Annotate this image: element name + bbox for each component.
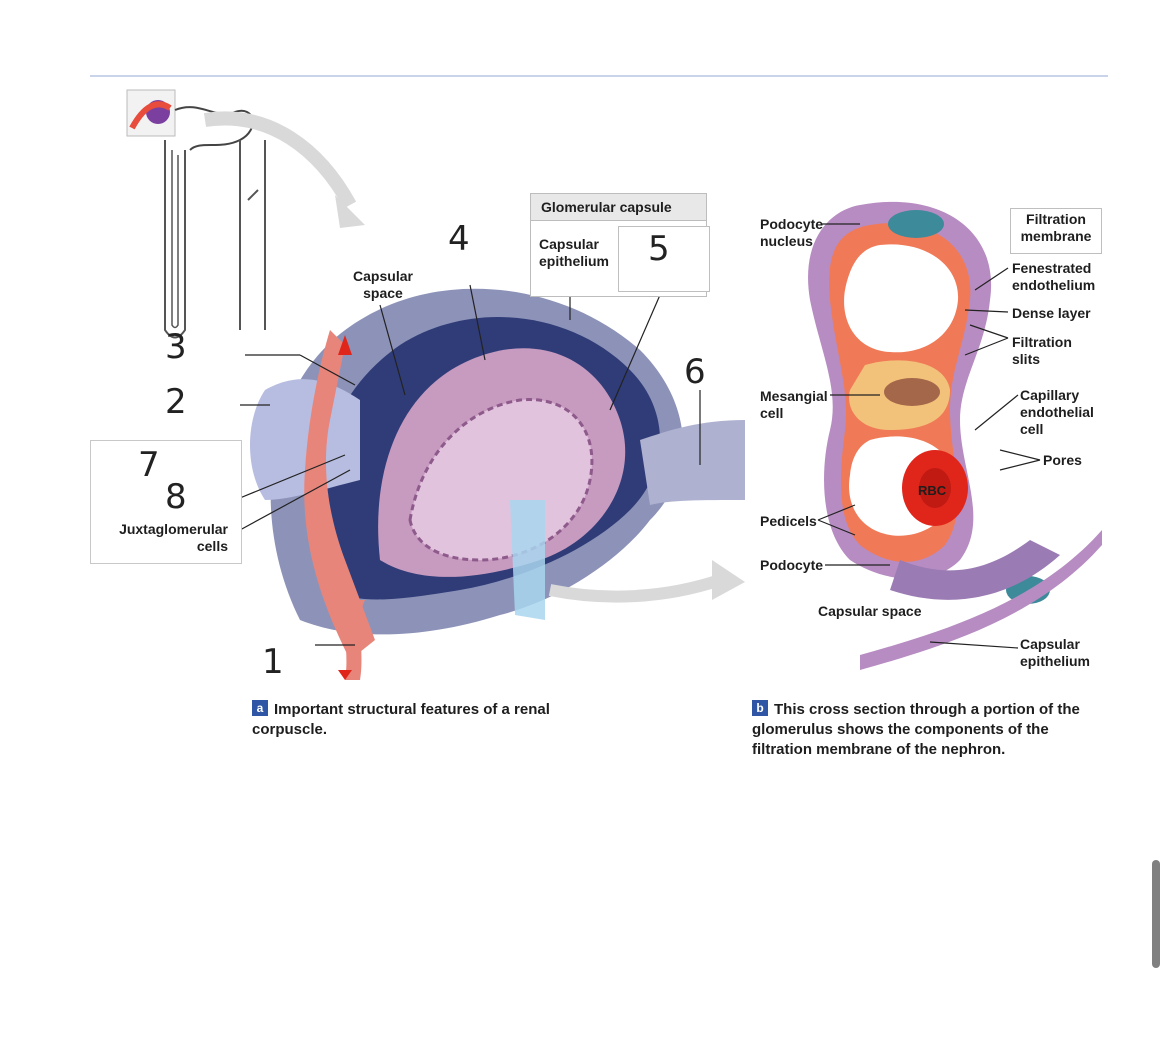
answer-box-5 <box>618 226 710 292</box>
glomerular-capsule-header-bg <box>531 194 706 221</box>
top-divider <box>90 75 1108 77</box>
corpuscle-main <box>250 288 745 680</box>
pores-label: Pores <box>1043 452 1082 468</box>
handwritten-number: 8 <box>165 477 187 517</box>
handwritten-number: 7 <box>138 445 160 485</box>
podocyte-label: Podocyte <box>760 557 824 573</box>
caption-tag-b: b <box>752 700 768 716</box>
handwritten-number: 1 <box>262 642 284 682</box>
juxtaglomerular-label: Juxtaglomerular cells <box>119 521 228 554</box>
capsular-space-label-b: Capsular space <box>818 603 922 619</box>
caption-b-text: This cross section through a portion of … <box>752 701 1080 758</box>
handwritten-number: 6 <box>684 352 706 392</box>
podocyte-nucleus-label: Podocyte nucleus <box>760 216 824 249</box>
leader-lines-a <box>234 270 701 646</box>
fenestrated-endothelium-label: Fenestrated endothelium <box>1012 260 1096 293</box>
scrollbar-thumb[interactable] <box>1152 860 1160 968</box>
filtration-slits-label: Filtration slits <box>1012 334 1072 367</box>
nephron-thumbnail <box>126 89 365 339</box>
dense-layer-label: Dense layer <box>1012 305 1091 321</box>
handwritten-number: 4 <box>448 219 470 259</box>
caption-a-text: Important structural features of a renal… <box>252 701 550 738</box>
leader-lines-b <box>817 223 1041 649</box>
capsular-space-label-a: Capsular space <box>353 268 413 301</box>
handwritten-number: 5 <box>648 229 670 269</box>
filtration-cross-section <box>808 201 1102 670</box>
juxtaglomerular-box <box>90 440 242 564</box>
capsular-epithelium-label-a: Capsular epithelium <box>539 236 610 269</box>
caption-tag-a: a <box>252 700 268 716</box>
handwritten-number: 3 <box>165 327 187 367</box>
glomerular-capsule-header: Glomerular capsule <box>541 199 672 215</box>
mesangial-cell-label: Mesangial cell <box>760 388 828 421</box>
rbc-label: RBC <box>918 483 947 498</box>
capillary-endothelial-label: Capillary endothelial cell <box>1020 387 1094 437</box>
pedicels-label: Pedicels <box>760 513 817 529</box>
capsular-epithelium-label-b: Capsular epithelium <box>1020 636 1091 669</box>
handwritten-number: 2 <box>165 382 187 422</box>
filtration-membrane-header: Filtration membrane <box>1010 208 1102 254</box>
